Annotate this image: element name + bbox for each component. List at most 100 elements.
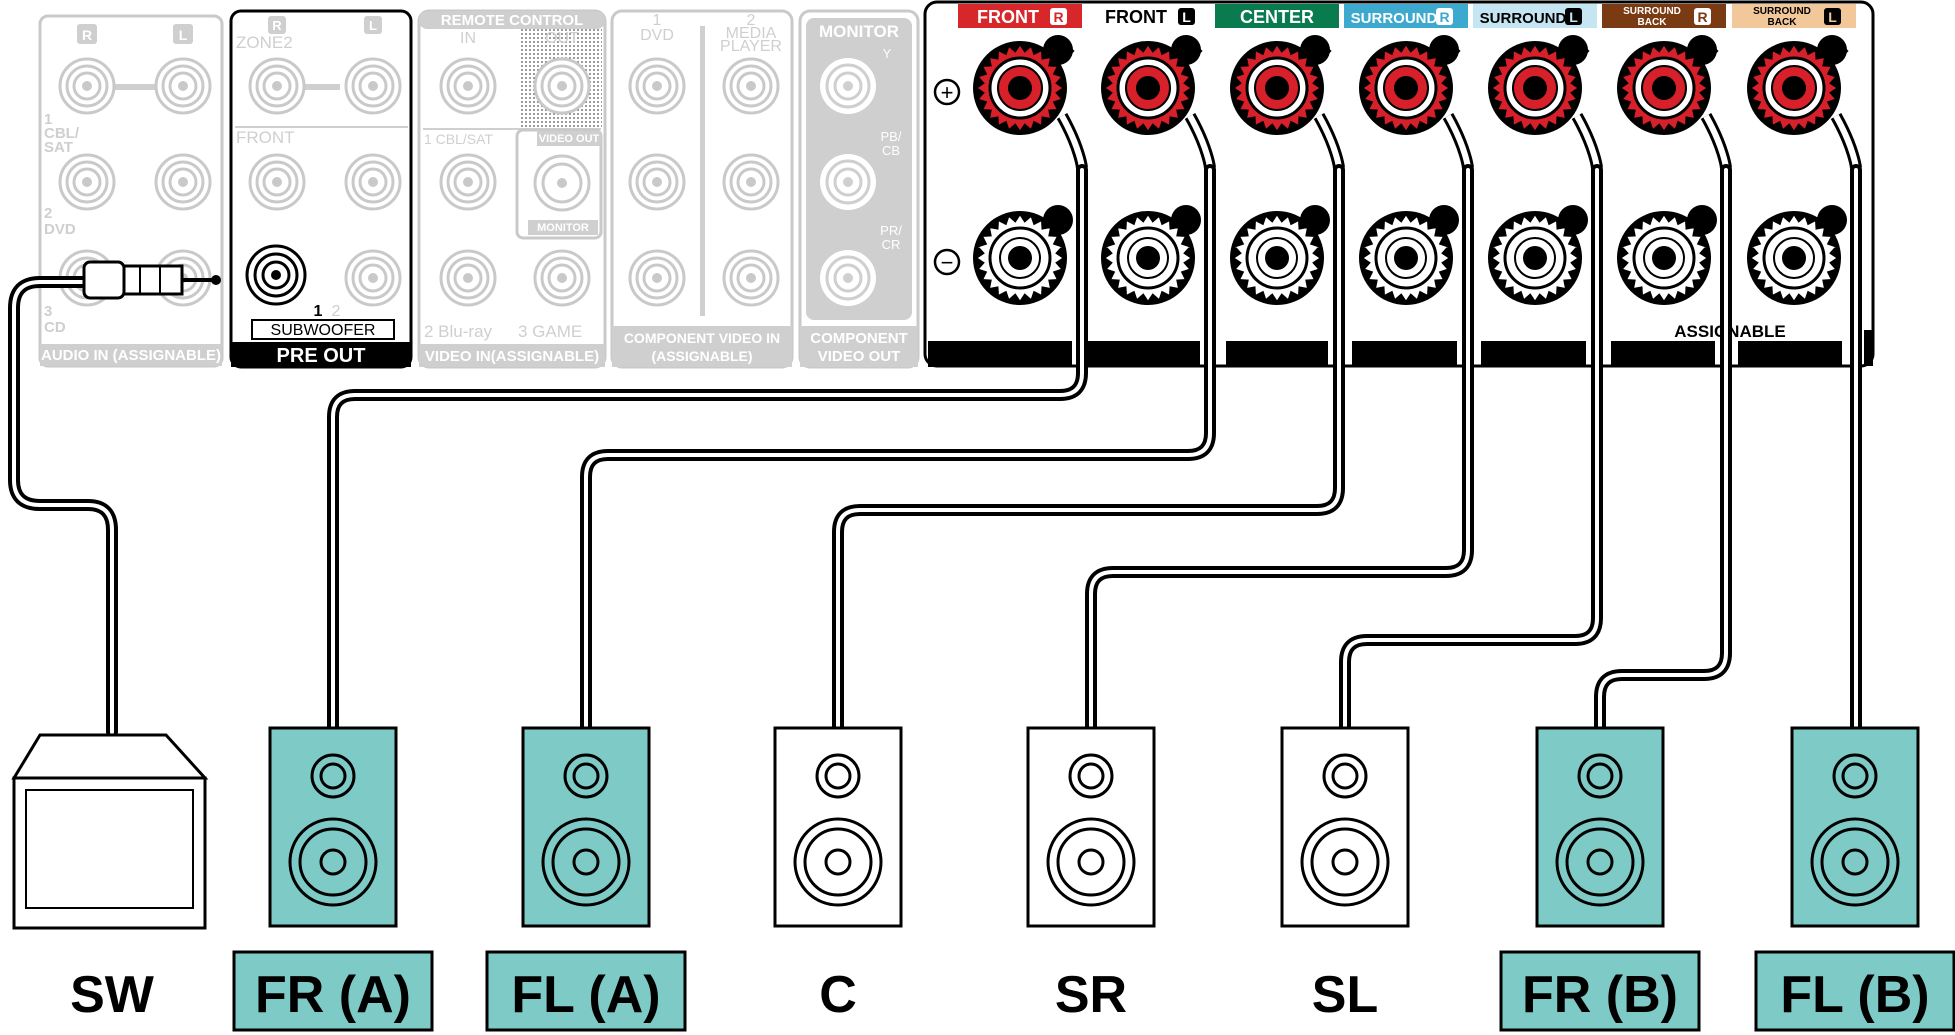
speaker-label: SL xyxy=(1312,966,1378,1024)
audio-in-r-label: R xyxy=(82,27,92,43)
speaker-sw: SW xyxy=(11,733,209,1024)
sub-num-2: 2 xyxy=(332,303,341,320)
pre-out-jack[interactable] xyxy=(248,57,306,115)
pre-out-jack[interactable] xyxy=(344,249,402,307)
pre-out-jack[interactable] xyxy=(344,153,402,211)
speaker-cable-core xyxy=(836,168,1341,734)
comp-out-footer2: VIDEO OUT xyxy=(818,348,901,365)
speaker-label: FL (A) xyxy=(511,966,660,1024)
audio-in-footer: AUDIO IN (ASSIGNABLE) xyxy=(41,347,221,364)
pre-out-r-label: R xyxy=(272,18,282,33)
audio-in-l-label: L xyxy=(179,27,188,43)
audio-in-jack[interactable] xyxy=(58,153,116,211)
label-box xyxy=(232,950,434,1032)
video-in-footer: VIDEO IN(ASSIGNABLE) xyxy=(425,348,599,365)
speaker-terminal-pair[interactable] xyxy=(1230,35,1345,305)
speaker-label: FR (A) xyxy=(255,966,411,1024)
label-box xyxy=(485,950,687,1032)
component-in-jack[interactable] xyxy=(722,249,780,307)
component-in-jack[interactable] xyxy=(628,249,686,307)
subwoofer-pre-out-jack[interactable] xyxy=(245,244,307,306)
channel-label: FRONT L xyxy=(1086,4,1210,28)
channel-badge: R xyxy=(1053,9,1063,25)
audio-in-jack[interactable] xyxy=(154,57,212,115)
remote-out-jack[interactable] xyxy=(533,57,591,115)
speaker-icon xyxy=(1790,726,1920,928)
speaker-terminal-pair[interactable] xyxy=(1488,35,1603,305)
footer-bar xyxy=(1738,341,1842,367)
speaker-label: FR (B) xyxy=(1522,966,1678,1024)
game-label: 3 GAME xyxy=(518,322,582,341)
channel-label: FRONT R xyxy=(958,4,1082,28)
comp-out-footer1: COMPONENT xyxy=(810,330,908,347)
channel-label-text: SURROUND xyxy=(1351,10,1438,27)
footer-bar xyxy=(928,341,1072,367)
speaker-cable-core xyxy=(1598,168,1728,734)
pre-out-footer: PRE OUT xyxy=(277,345,366,367)
speaker-terminal-pair[interactable] xyxy=(1359,35,1474,305)
speaker-icon xyxy=(521,726,651,928)
footer-bar xyxy=(1080,341,1200,367)
monitor-label: MONITOR xyxy=(537,222,589,234)
channel-badge: L xyxy=(1182,9,1191,25)
speaker-cable-core xyxy=(1089,168,1470,734)
speaker-icon xyxy=(1280,726,1410,928)
front-pre-label: FRONT xyxy=(236,128,295,147)
speaker-terminal-pair[interactable] xyxy=(1617,35,1732,305)
pb-label: PB/CB xyxy=(881,129,902,158)
video-in-jack[interactable] xyxy=(439,249,497,307)
label-box xyxy=(1754,950,1955,1032)
pre-out-jack[interactable] xyxy=(248,153,306,211)
audio-in-jack[interactable] xyxy=(154,153,212,211)
speaker-icon xyxy=(1026,726,1156,928)
component-in-jack[interactable] xyxy=(628,153,686,211)
speaker-icon xyxy=(773,726,903,928)
component-out-jack[interactable] xyxy=(820,154,876,210)
sub-num-1: 1 xyxy=(314,303,323,320)
bluray-label: 2 Blu-ray xyxy=(424,322,493,341)
speaker-label: SR xyxy=(1055,966,1127,1024)
speaker-fl-a: FL (A) xyxy=(485,726,687,1032)
speaker-label: FL (B) xyxy=(1780,966,1929,1024)
channel-label: CENTER xyxy=(1215,4,1339,28)
minus-symbol: − xyxy=(941,250,954,275)
comp-in-footer1: COMPONENT VIDEO IN xyxy=(624,330,780,346)
speaker-label: C xyxy=(819,966,857,1024)
speaker-c: C xyxy=(773,726,903,1024)
component-out-jack[interactable] xyxy=(820,250,876,306)
component-in-jack[interactable] xyxy=(722,57,780,115)
plus-symbol: + xyxy=(941,80,954,105)
video-out-label: VIDEO OUT xyxy=(539,133,600,145)
speaker-terminal-pair[interactable] xyxy=(1101,35,1216,305)
speaker-fr-b: FR (B) xyxy=(1499,726,1701,1032)
speaker-sl: SL xyxy=(1280,726,1410,1024)
monitor-out-jack[interactable] xyxy=(533,154,591,212)
speaker-cable-core xyxy=(1343,168,1599,734)
pre-out-jack[interactable] xyxy=(344,57,402,115)
component-in-jack[interactable] xyxy=(722,153,780,211)
speaker-icon xyxy=(1535,726,1665,928)
channel-label-text: FRONT xyxy=(977,7,1039,27)
speaker-label: SW xyxy=(70,966,155,1024)
audio-in-jack[interactable] xyxy=(58,57,116,115)
video-in-jack[interactable] xyxy=(439,57,497,115)
video-in-jack[interactable] xyxy=(533,249,591,307)
video-cbl-label: 1 CBL/SAT xyxy=(424,131,493,147)
speaker-terminal-pair[interactable] xyxy=(1747,35,1862,305)
channel-badge: L xyxy=(1569,9,1578,25)
component-out-jack[interactable] xyxy=(820,58,876,114)
video-in-jack[interactable] xyxy=(439,153,497,211)
speaker-fr-a: FR (A) xyxy=(232,726,434,1032)
channel-label-text: FRONT xyxy=(1105,7,1167,27)
speaker-terminal-pair[interactable] xyxy=(973,35,1088,305)
component-in-jack[interactable] xyxy=(628,57,686,115)
